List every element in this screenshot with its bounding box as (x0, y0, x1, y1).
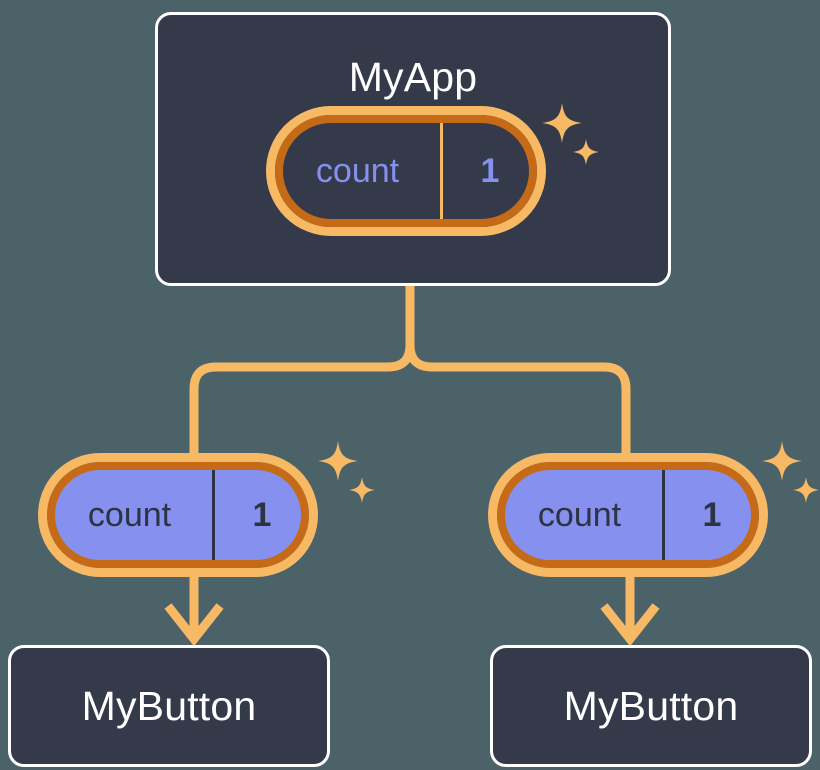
sparkles-icon (318, 441, 375, 503)
tree-branch-connector-right (405, 344, 631, 455)
state-value-label: 1 (252, 496, 272, 534)
state-value-label: 1 (480, 152, 500, 190)
component-title-myapp: MyApp (348, 54, 478, 100)
state-pill-mybutton-left[interactable]: count 1 (38, 453, 318, 577)
component-box-mybutton-left[interactable]: MyButton (8, 645, 330, 767)
component-box-mybutton-right[interactable]: MyButton (490, 645, 812, 767)
state-pill-myapp[interactable]: count 1 (266, 106, 546, 236)
arrow-down-icon-left (164, 572, 224, 647)
component-title-mybutton: MyButton (81, 682, 257, 729)
arrow-down-icon-right (600, 572, 660, 647)
state-value-label: 1 (702, 496, 722, 534)
state-key-label: count (537, 496, 622, 534)
state-pill-divider (662, 462, 665, 568)
state-pill-mybutton-right[interactable]: count 1 (488, 453, 768, 577)
state-key-label: count (87, 496, 172, 534)
state-pill-divider (212, 462, 215, 568)
state-pill-divider (440, 115, 443, 227)
tree-branch-connector (189, 286, 415, 455)
sparkles-icon (762, 441, 819, 503)
component-title-mybutton: MyButton (563, 682, 739, 729)
state-key-label: count (315, 152, 400, 190)
